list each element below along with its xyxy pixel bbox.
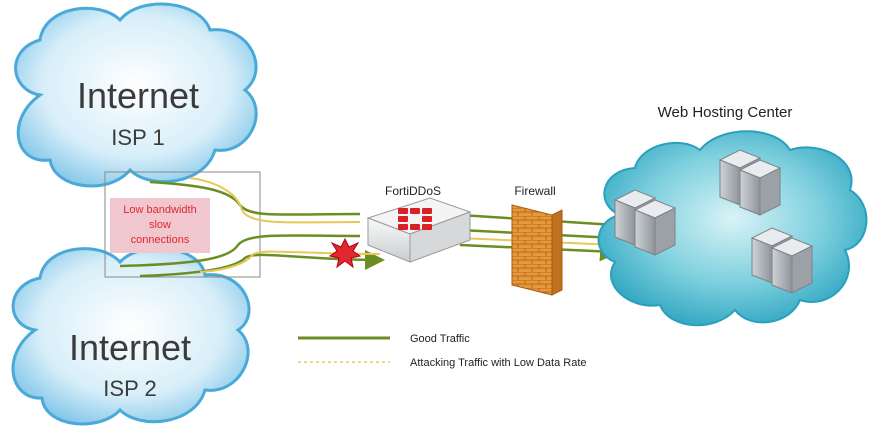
firewall-label: Firewall <box>514 184 555 198</box>
isp2-cloud: Internet ISP 2 <box>11 247 251 426</box>
server-icon-2 <box>718 149 782 216</box>
attack-note-line2: slow <box>149 219 171 231</box>
legend-good-label: Good Traffic <box>410 333 470 345</box>
attack-traffic-line-1 <box>189 177 361 224</box>
firewall: Firewall <box>511 184 563 296</box>
legend-attack-label: Attacking Traffic with Low Data Rate <box>410 357 587 369</box>
attack-note: Low bandwidth slow connections <box>110 198 210 253</box>
legend: Good Traffic Attacking Traffic with Low … <box>298 333 587 369</box>
fortiddos-device: FortiDDoS <box>366 184 472 263</box>
fortiddos-label: FortiDDoS <box>385 184 441 198</box>
fortinet-logo-icon <box>398 208 432 230</box>
traffic-bundle-box <box>104 171 261 278</box>
attack-note-line1: Low bandwidth <box>123 204 196 216</box>
isp1-title: Internet <box>77 75 199 116</box>
good-traffic-line-3 <box>139 249 385 278</box>
attack-traffic-line-2 <box>199 250 381 273</box>
attack-note-line3: connections <box>131 234 190 246</box>
hosting-label: Web Hosting Center <box>658 104 793 121</box>
isp1-subtitle: ISP 1 <box>111 125 164 150</box>
traffic-lines <box>119 177 385 278</box>
server-icon-1 <box>613 189 677 256</box>
server-icon-3 <box>750 227 814 294</box>
good-traffic-line-2 <box>119 234 361 268</box>
isp2-title: Internet <box>69 327 191 368</box>
isp2-subtitle: ISP 2 <box>103 376 156 401</box>
attack-burst-icon <box>328 237 362 269</box>
isp1-cloud: Internet ISP 1 <box>14 2 258 188</box>
